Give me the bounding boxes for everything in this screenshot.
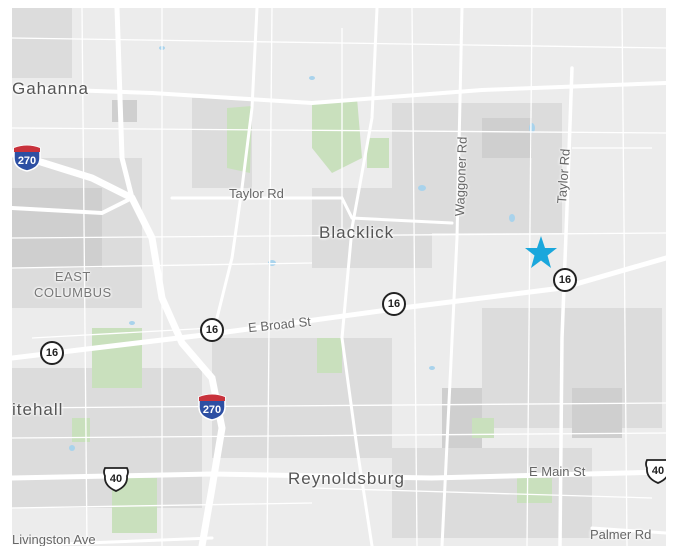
state-route-16-shield-icon: 16 xyxy=(382,292,406,316)
place-label-east-columbus: EAST COLUMBUS xyxy=(34,269,112,300)
place-label-reynoldsburg: Reynoldsburg xyxy=(288,469,405,488)
place-label-whitehall: itehall xyxy=(12,400,64,419)
map-base-layer xyxy=(12,8,666,546)
place-label-gahanna: Gahanna xyxy=(12,79,89,98)
road-label-taylor-rd-horizontal: Taylor Rd xyxy=(229,186,284,201)
interstate-270-shield-icon: 270 xyxy=(197,393,227,421)
road-label-livingston-ave: Livingston Ave xyxy=(12,532,96,546)
road-label-e-main-st: E Main St xyxy=(529,464,586,479)
state-route-16-shield-icon: 16 xyxy=(200,318,224,342)
road-label-palmer-rd: Palmer Rd xyxy=(590,527,652,542)
park-areas xyxy=(72,98,552,533)
us-route-40-shield-icon: 40 xyxy=(102,466,130,492)
interstate-270-shield-icon: 270 xyxy=(12,144,42,172)
state-route-16-shield-icon: 16 xyxy=(553,268,577,292)
road-label-waggoner-rd: Waggoner Rd xyxy=(452,136,470,217)
state-route-16-shield-icon: 16 xyxy=(40,341,64,365)
map-canvas[interactable]: Gahanna Blacklick EAST COLUMBUS itehall … xyxy=(12,8,666,546)
us-route-40-shield-icon: 40 xyxy=(644,458,666,484)
place-label-blacklick: Blacklick xyxy=(319,223,395,242)
star-marker-icon[interactable] xyxy=(524,235,558,269)
